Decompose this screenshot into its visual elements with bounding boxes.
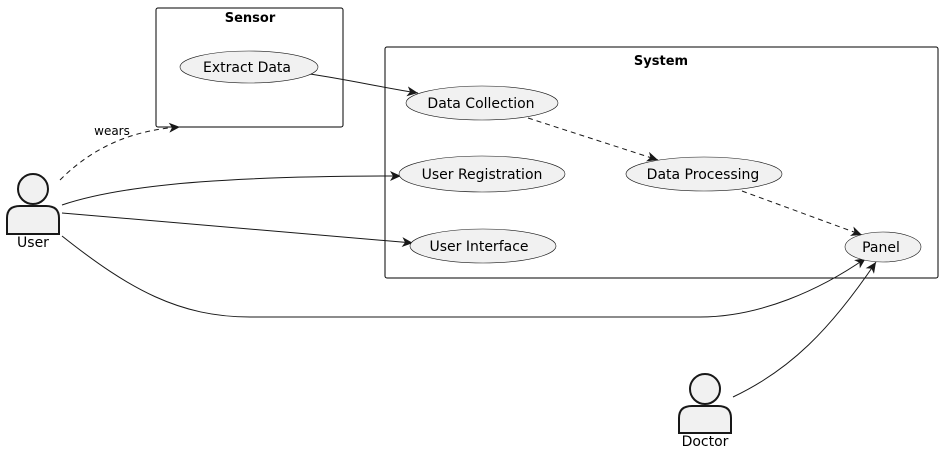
edge-label-wears: wears [94,124,130,138]
use-case-panel: Panel [844,231,922,263]
edge-user-to-registration [61,171,402,206]
sensor-package-title: Sensor [225,11,276,26]
use-case-data-collection-label: Data Collection [427,96,534,112]
actor-user-label: User [17,235,49,251]
use-case-data-processing: Data Processing [625,156,783,192]
actor-doctor-label: Doctor [682,434,729,450]
use-case-extract-data: Extract Data [179,50,319,84]
edge-collection-to-processing [527,117,659,162]
edge-extract-to-collection [309,73,419,97]
edge-user-to-interface [61,212,414,248]
edge-user-to-panel [61,235,867,318]
use-case-extract-data-label: Extract Data [203,60,291,76]
edge-user-wears-sensor [59,122,181,181]
use-case-user-interface: User Interface [409,228,557,264]
use-case-panel-label: Panel [862,240,900,256]
edge-doctor-to-panel [732,261,877,398]
system-package-title: System [634,54,688,69]
actor-user: User [6,173,60,251]
use-case-data-processing-label: Data Processing [647,167,760,183]
edge-processing-to-panel [741,190,863,236]
use-case-data-collection: Data Collection [405,85,559,121]
use-case-user-registration: User Registration [398,155,566,193]
system-package: System [384,46,939,279]
user-icon [678,373,732,434]
sensor-package: Sensor [155,7,344,128]
user-icon [6,173,60,235]
use-case-user-registration-label: User Registration [422,167,543,183]
use-case-user-interface-label: User Interface [429,239,528,255]
actor-doctor: Doctor [678,373,732,450]
